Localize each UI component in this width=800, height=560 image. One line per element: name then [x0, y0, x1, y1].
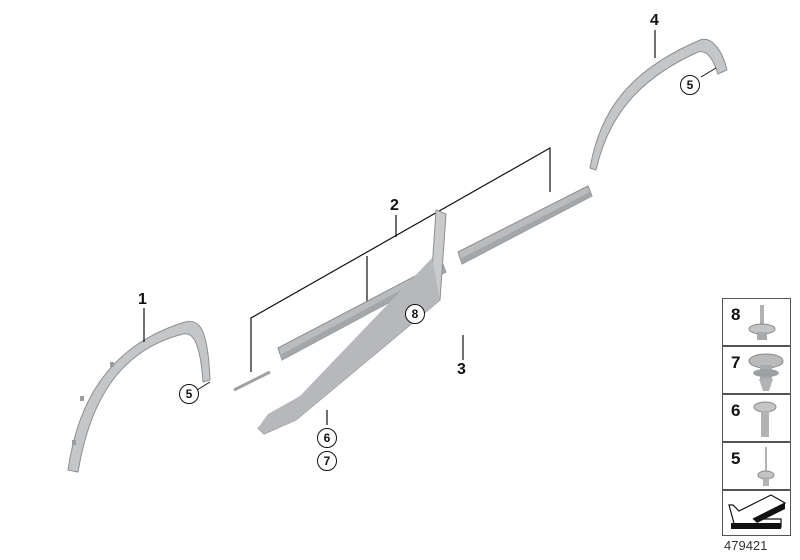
- callout-8: 8: [405, 304, 425, 324]
- wheel-arch-trim-rear[interactable]: [589, 38, 728, 171]
- screw-grommet-icon: [748, 305, 776, 340]
- callout-5-front: 5: [179, 384, 199, 404]
- callout-3: 3: [457, 361, 466, 378]
- legend-item-5[interactable]: 5: [722, 442, 791, 490]
- legend-item-7[interactable]: 7: [722, 346, 791, 394]
- legend-item-8[interactable]: 8: [722, 298, 791, 346]
- wheel-arch-trim-front[interactable]: [67, 320, 211, 473]
- callout-5-rear: 5: [680, 75, 700, 95]
- callout-2: 2: [390, 197, 399, 214]
- side-sill-bracket-rear[interactable]: [457, 185, 593, 265]
- callout-7: 7: [317, 451, 337, 471]
- rivet-icon: [757, 447, 775, 486]
- callout-6: 6: [317, 428, 337, 448]
- arrow-icon: [728, 494, 787, 529]
- legend-item-6[interactable]: 6: [722, 394, 791, 442]
- diagram-id-number: 479421: [724, 538, 768, 553]
- callout-1: 1: [138, 291, 147, 308]
- legend-direction-arrow: [722, 490, 791, 536]
- expanding-clip-icon: [748, 353, 784, 391]
- callout-4: 4: [650, 12, 659, 29]
- bolt-icon: [753, 401, 777, 437]
